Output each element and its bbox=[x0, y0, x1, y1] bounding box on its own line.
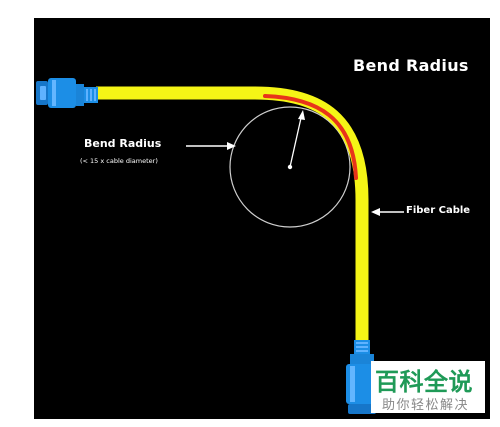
background-panel bbox=[34, 18, 490, 419]
bend-radius-note: (< 15 x cable diameter) bbox=[80, 157, 158, 165]
radius-arrowhead bbox=[298, 110, 305, 120]
fiber-cable-pointer-arrowhead bbox=[371, 208, 380, 216]
diagram-title: Bend Radius bbox=[353, 56, 469, 75]
bend-radius-circle bbox=[229, 106, 351, 228]
bend-highlight bbox=[263, 94, 358, 180]
bottom-connector bbox=[346, 340, 378, 414]
watermark-logo: 百科全说 bbox=[375, 368, 473, 396]
watermark-tagline: 助你轻松解决 bbox=[382, 398, 470, 413]
left-connector bbox=[36, 78, 98, 108]
bend-radius-label: Bend Radius bbox=[84, 137, 162, 150]
bend-radius-pointer-arrowhead bbox=[227, 142, 236, 150]
radius-line bbox=[289, 117, 302, 168]
watermark-background bbox=[371, 361, 485, 413]
fiber-cable-label: Fiber Cable bbox=[406, 205, 471, 216]
